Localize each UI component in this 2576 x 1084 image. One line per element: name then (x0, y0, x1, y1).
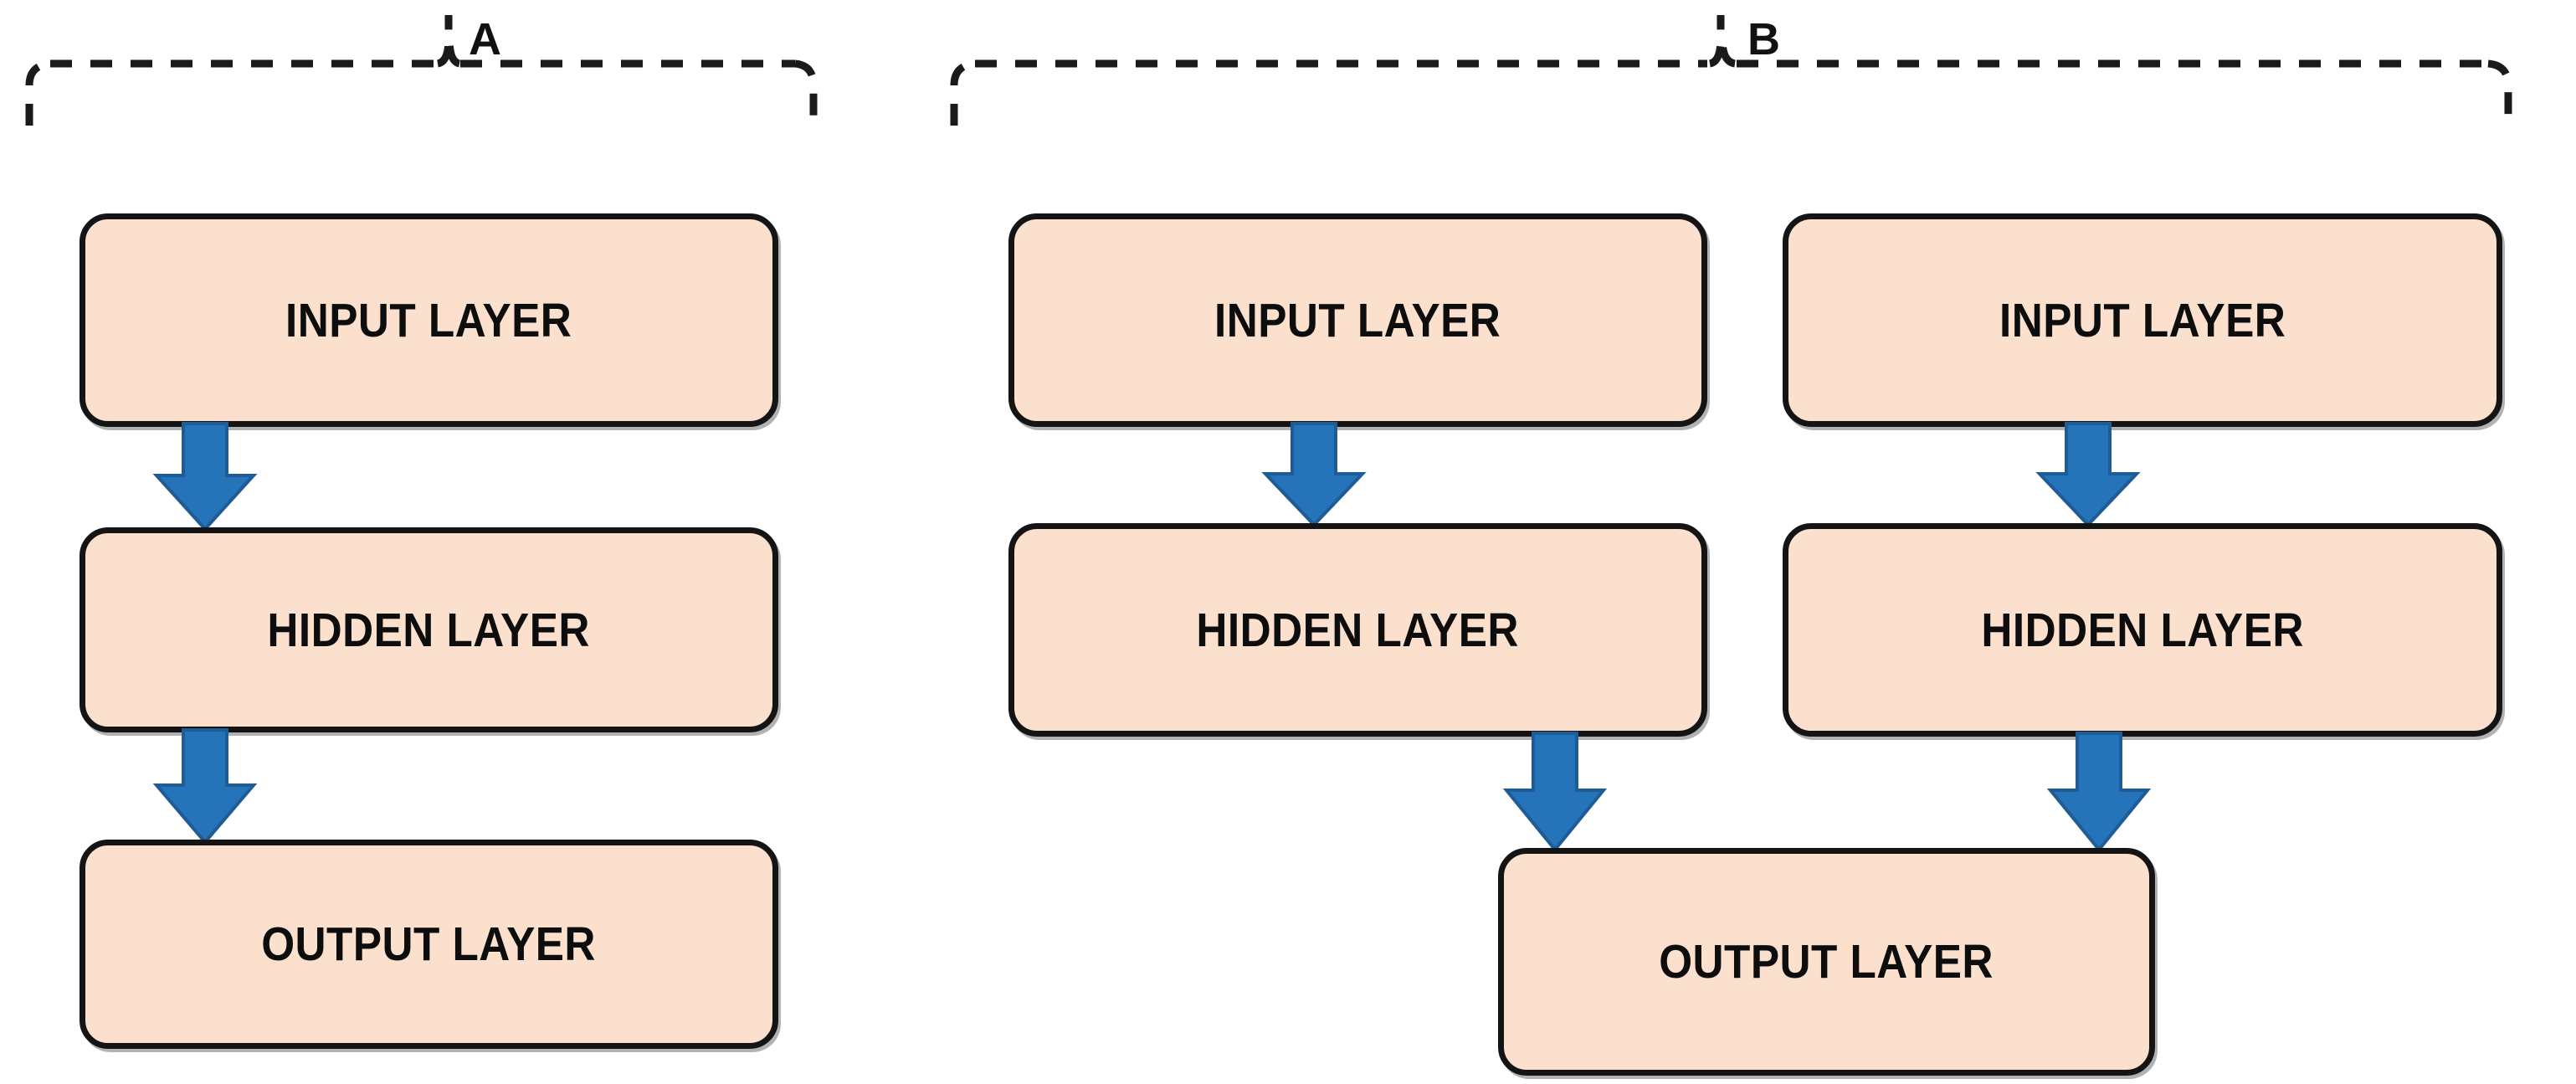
arrow-b-right-input-to-hidden (2035, 422, 2141, 527)
layer-box-a-output[interactable]: OUTPUT LAYER (80, 840, 778, 1049)
layer-box-label: INPUT LAYER (1214, 293, 1501, 347)
layer-box-label: HIDDEN LAYER (1981, 603, 2304, 657)
arrow-a-input-to-hidden (152, 422, 258, 532)
layer-box-label: INPUT LAYER (1999, 293, 2286, 347)
layer-box-b-shared-output[interactable]: OUTPUT LAYER (1498, 848, 2155, 1076)
layer-box-label: HIDDEN LAYER (267, 603, 591, 657)
layer-box-b-left-input[interactable]: INPUT LAYER (1008, 213, 1707, 427)
layer-box-a-hidden[interactable]: HIDDEN LAYER (80, 527, 778, 732)
arrow-b-left-input-to-hidden (1261, 422, 1367, 527)
arrow-a-hidden-to-output (152, 728, 258, 845)
layer-box-label: OUTPUT LAYER (261, 917, 597, 971)
arrow-b-left-hidden-to-output (1502, 732, 1608, 853)
group-brace-b (950, 15, 2512, 126)
layer-box-b-right-input[interactable]: INPUT LAYER (1783, 213, 2502, 427)
layer-box-label: INPUT LAYER (285, 293, 572, 347)
arrow-b-right-hidden-to-output (2046, 732, 2152, 853)
layer-box-b-left-hidden[interactable]: HIDDEN LAYER (1008, 523, 1707, 737)
layer-box-a-input[interactable]: INPUT LAYER (80, 213, 778, 427)
group-brace-a (25, 15, 818, 126)
group-label-b: B (1747, 14, 1780, 64)
group-label-a: A (469, 14, 501, 64)
layer-box-b-right-hidden[interactable]: HIDDEN LAYER (1783, 523, 2502, 737)
layer-box-label: OUTPUT LAYER (1659, 935, 1994, 989)
layer-box-label: HIDDEN LAYER (1196, 603, 1520, 657)
